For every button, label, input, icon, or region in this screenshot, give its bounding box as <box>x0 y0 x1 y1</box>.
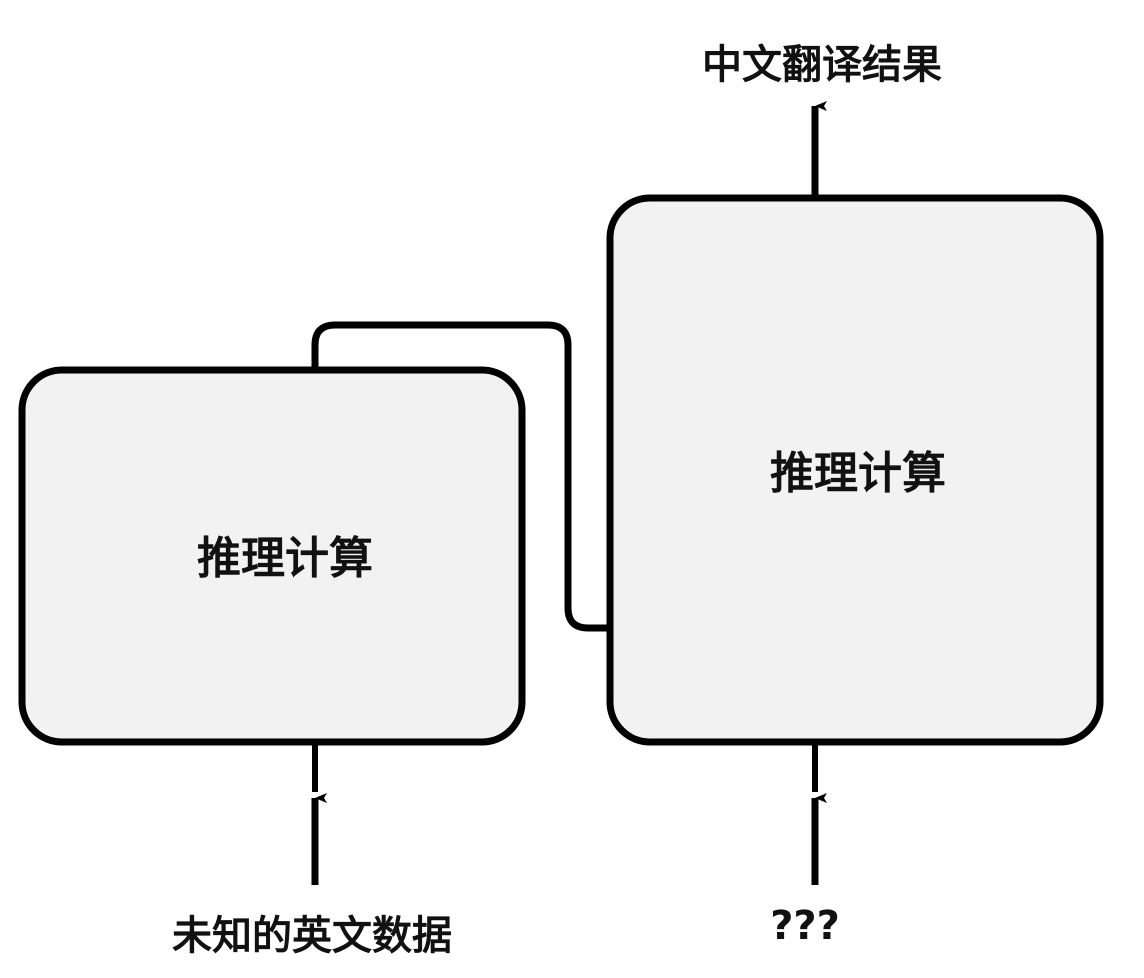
right-input-label: ??? <box>770 903 840 949</box>
left-box-label: 推理计算 <box>197 533 373 584</box>
right-box <box>606 194 1104 746</box>
left-box <box>18 366 526 746</box>
connector-line <box>311 321 612 632</box>
right-box-label: 推理计算 <box>770 448 946 499</box>
output-label: 中文翻译结果 <box>702 42 942 88</box>
left-input-label: 未知的英文数据 <box>172 913 452 959</box>
